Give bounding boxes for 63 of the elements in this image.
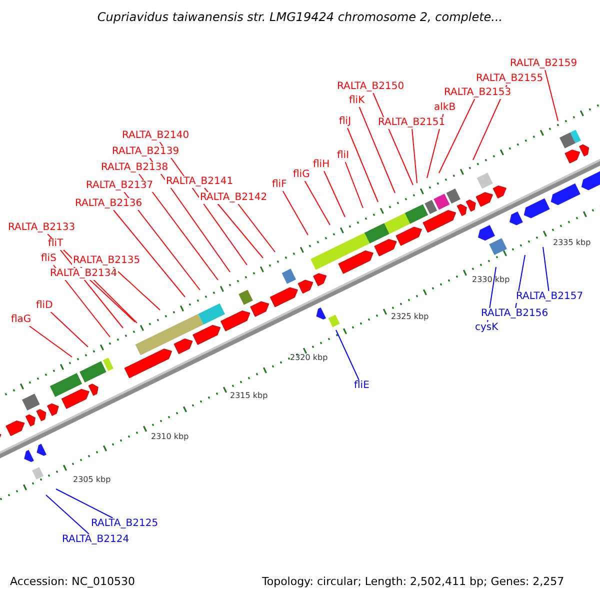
leader-line — [112, 210, 186, 298]
gene-label: RALTA_B2153 — [443, 87, 512, 99]
gene-label: RALTA_B2139 — [111, 146, 180, 158]
gene-label: RALTA_B2151 — [377, 117, 446, 129]
leader-line — [438, 98, 476, 174]
scale-label: 2330 kbp — [472, 275, 510, 285]
leader-line — [304, 180, 330, 226]
scale-label: 2320 kbp — [290, 353, 328, 363]
gene-label: fliI — [336, 150, 350, 162]
leader-line — [544, 70, 558, 122]
leader-line — [372, 92, 414, 186]
gene-label: RALTA_B2156 — [480, 308, 550, 320]
gene-label: RALTA_B2136 — [74, 198, 144, 210]
gene-label: RALTA_B2155 — [475, 73, 544, 85]
gene-label: RALTA_B2159 — [509, 58, 578, 70]
leader-line — [138, 174, 218, 280]
scale-label: 2310 kbp — [151, 432, 189, 442]
gene-label: fliD — [35, 300, 54, 312]
leader-line — [542, 246, 550, 292]
leader-line — [324, 170, 346, 218]
gene-label: fliS — [40, 253, 58, 265]
gene-label: fliJ — [338, 116, 352, 128]
gene-label: fliT — [47, 238, 64, 250]
gene-label: cysK — [474, 322, 500, 334]
leader-line — [238, 204, 276, 252]
map-title: Cupriavidus taiwanensis str. LMG19424 chromosome 2, complete... — [96, 10, 504, 24]
gene-label: flaG — [10, 314, 32, 326]
leader-line — [56, 488, 114, 518]
leader-line — [358, 106, 396, 194]
scale-label: 2335 kbp — [553, 238, 591, 248]
footer-text: Accession: NC_010530 — [10, 575, 136, 588]
gene-label: RALTA_B2157 — [515, 291, 584, 303]
leader-line — [124, 192, 200, 290]
gene-label: RALTA_B2125 — [90, 518, 160, 530]
gene-label: RALTA_B2137 — [85, 180, 154, 192]
gene-label: fliK — [348, 95, 366, 107]
leader-line — [344, 162, 364, 208]
scale-label: 2325 kbp — [391, 312, 429, 322]
gene-label: RALTA_B2134 — [49, 268, 118, 280]
footer-text: Topology: circular; Length: 2,502,411 bp; Genes: 2,257 — [262, 575, 564, 588]
gene-label: RALTA_B2133 — [7, 222, 76, 234]
leader-line — [28, 326, 72, 358]
gene-label: RALTA_B2142 — [199, 192, 268, 204]
gene-label: RALTA_B2140 — [121, 130, 190, 142]
gene-label: fliF — [271, 179, 288, 191]
gene-label: RALTA_B2135 — [72, 255, 142, 267]
leader-line — [282, 190, 308, 236]
gene-label: RALTA_B2150 — [336, 81, 406, 93]
leader-line — [89, 280, 136, 322]
gene-label: RALTA_B2124 — [61, 534, 130, 546]
leader-line — [412, 128, 418, 184]
leader-line — [46, 494, 90, 534]
leader-line — [50, 312, 88, 348]
gene-label: RALTA_B2138 — [100, 162, 170, 174]
scale-label: 2305 kbp — [73, 475, 111, 485]
leader-line — [336, 330, 360, 380]
gene-label: fliG — [292, 169, 311, 181]
gene-label: alkB — [433, 102, 457, 114]
leader-line — [347, 128, 378, 202]
gene-label: fliH — [312, 159, 331, 171]
leader-line — [112, 266, 160, 310]
scale-label: 2315 kbp — [230, 391, 268, 401]
gene-label: RALTA_B2141 — [165, 176, 234, 188]
